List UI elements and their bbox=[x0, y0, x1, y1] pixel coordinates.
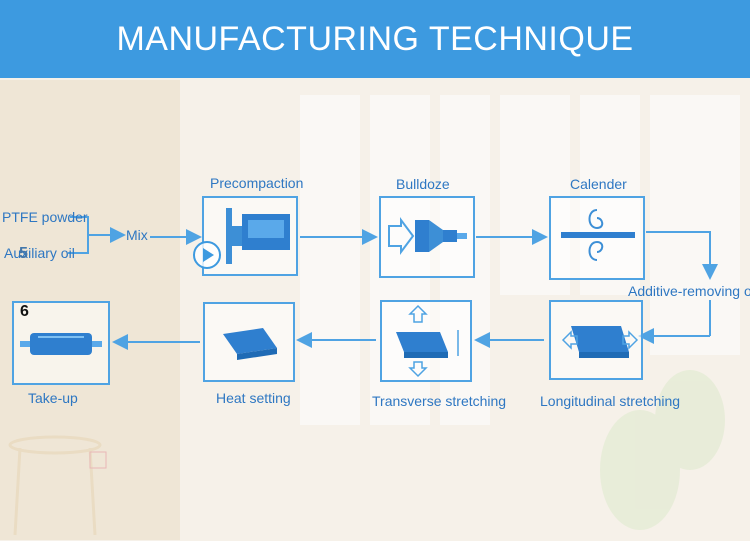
heat-setting-box bbox=[203, 302, 295, 382]
heat-setting-icon bbox=[223, 328, 277, 360]
calender-rollers-icon bbox=[561, 209, 635, 261]
step-label-calender: Calender bbox=[570, 176, 627, 192]
bulldoze-box bbox=[379, 196, 475, 278]
page-title: MANUFACTURING TECHNIQUE bbox=[116, 19, 634, 58]
header-banner: MANUFACTURING TECHNIQUE bbox=[0, 0, 750, 78]
step-label-take-up: Take-up bbox=[28, 390, 78, 406]
longitudinal-stretching-icon bbox=[561, 326, 639, 358]
step-label-bulldoze: Bulldoze bbox=[396, 176, 450, 192]
precompaction-box bbox=[202, 196, 298, 276]
step-label-longitudinal-stretching: Longitudinal stretching bbox=[540, 393, 681, 409]
bulldoze-icon bbox=[388, 217, 467, 255]
overlay-digit-five: 5 bbox=[19, 245, 28, 262]
step-label-additive-removing-oil: Additive-removing oil bbox=[628, 283, 750, 299]
mix-label: Mix bbox=[126, 227, 148, 243]
input-ptfe-powder: PTFE powder bbox=[2, 209, 88, 225]
take-up-roll-icon bbox=[20, 333, 102, 355]
take-up-box bbox=[12, 301, 110, 385]
transverse-stretching-box bbox=[380, 300, 472, 382]
play-circle-icon[interactable] bbox=[193, 241, 221, 269]
step-label-transverse-stretching: Transverse stretching bbox=[372, 393, 507, 409]
overlay-digit-six: 6 bbox=[20, 303, 29, 320]
precompaction-icon bbox=[226, 208, 290, 264]
calender-box bbox=[549, 196, 645, 280]
longitudinal-stretching-box bbox=[549, 300, 643, 380]
step-label-heat-setting: Heat setting bbox=[216, 390, 291, 406]
input-auxiliary-oil: Auxiliary oil bbox=[4, 245, 75, 261]
transverse-stretching-icon bbox=[396, 304, 459, 378]
step-label-precompaction: Precompaction bbox=[210, 175, 304, 191]
